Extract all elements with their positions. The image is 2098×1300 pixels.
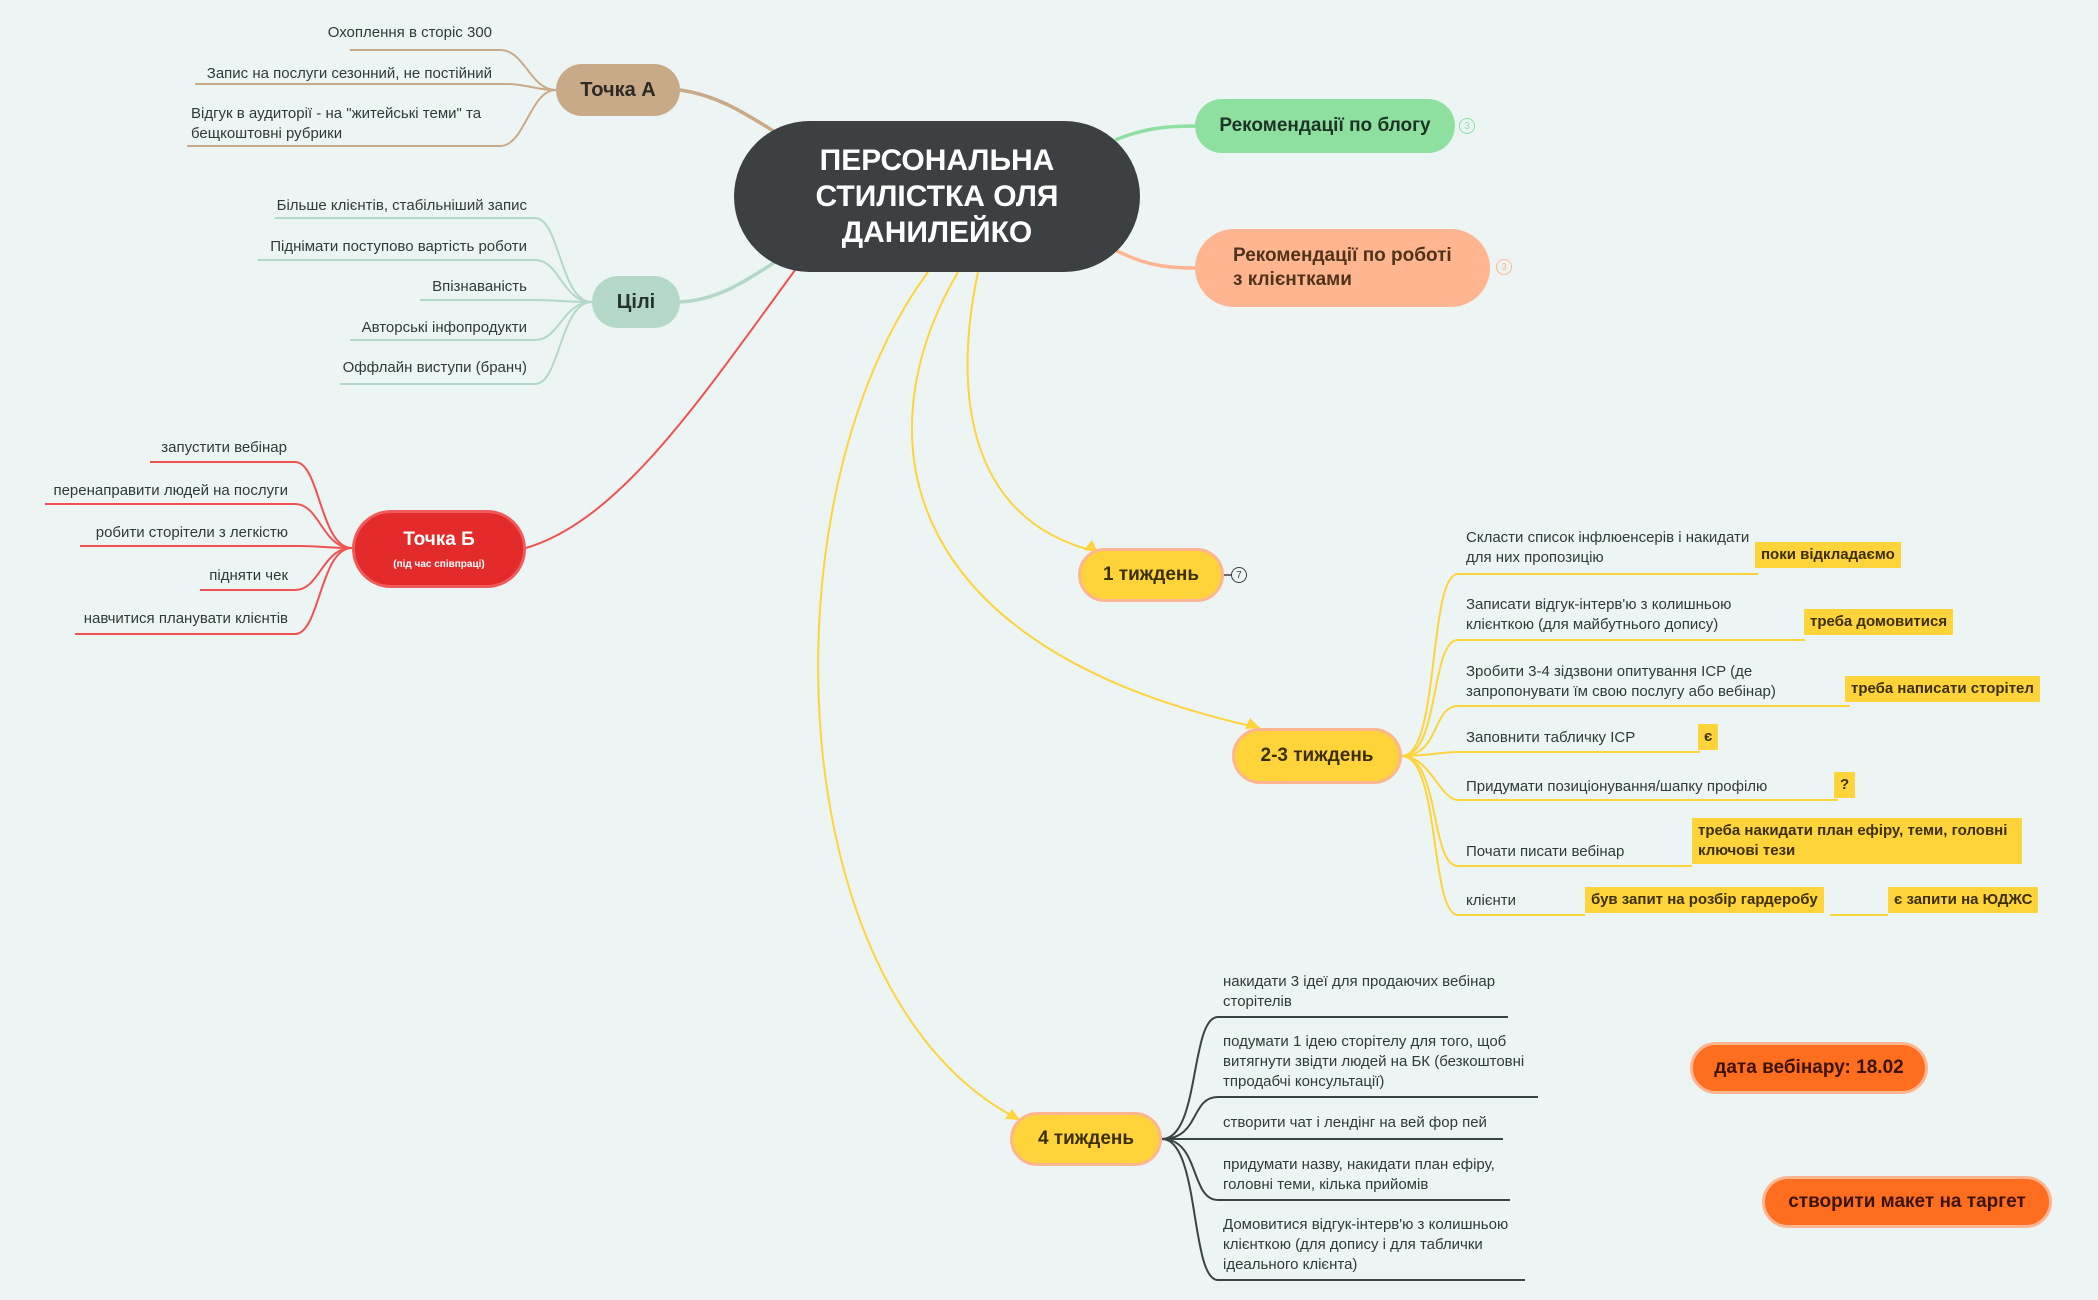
- week-4-task[interactable]: Домовитися відгук-інтерв'ю з колишньою к…: [1223, 1216, 1509, 1273]
- week-2-3-task-note[interactable]: треба накидати план ефіру, теми, головні…: [1692, 818, 2022, 864]
- week-2-3-task[interactable]: клієнти: [1466, 892, 1517, 909]
- week-2-3-task-note[interactable]: треба написати сторітел: [1845, 676, 2040, 702]
- week-2-3-task[interactable]: Скласти список інфлюенсерів і накидати д…: [1466, 529, 1750, 566]
- week-4-task[interactable]: накидати 3 ідеї для продаючих вебінар ст…: [1223, 973, 1496, 1010]
- topic-client-recommendations[interactable]: Рекомендації по роботі з клієнтками: [1195, 229, 1490, 307]
- point-b-item[interactable]: навчитися планувати клієнтів: [83, 610, 288, 627]
- topic-client-recommendations-line1: Рекомендації по роботі: [1233, 245, 1452, 266]
- floating-topic-ad-mockup-label: створити макет на таргет: [1788, 1191, 2026, 1212]
- topic-week-1-label: 1 тиждень: [1102, 564, 1200, 585]
- topic-client-recommendations-line2: з клієнтками: [1233, 269, 1352, 290]
- goals-item[interactable]: Авторські інфопродукти: [361, 319, 527, 336]
- topic-week-4[interactable]: 4 тиждень: [1010, 1112, 1162, 1166]
- topic-point-b-label: Точка Б: [403, 528, 475, 550]
- central-topic-line1: ПЕРСОНАЛЬНА: [819, 143, 1055, 177]
- topic-week-2-3[interactable]: 2-3 тиждень: [1232, 728, 1402, 784]
- central-topic[interactable]: ПЕРСОНАЛЬНА СТИЛІСТКА ОЛЯ ДАНИЛЕЙКО: [734, 121, 1140, 272]
- week-2-3-task[interactable]: Придумати позиціонування/шапку профілю: [1466, 778, 1768, 795]
- floating-topic-webinar-date-label: дата вебінару: 18.02: [1714, 1057, 1904, 1078]
- week-2-3-task-note[interactable]: був запит на розбір гардеробу: [1585, 887, 1824, 913]
- topic-point-a-label: Точка А: [580, 78, 656, 101]
- topic-week-1[interactable]: 1 тиждень: [1078, 548, 1224, 602]
- topic-week-4-label: 4 тиждень: [1037, 1128, 1135, 1149]
- point-b-item[interactable]: перенаправити людей на послуги: [53, 482, 288, 499]
- floating-topic-ad-mockup[interactable]: створити макет на таргет: [1762, 1176, 2052, 1228]
- point-a-item[interactable]: Відгук в аудиторії - на "житейські теми"…: [191, 105, 482, 142]
- week-2-3-task-note[interactable]: ?: [1834, 772, 1856, 798]
- point-b-item[interactable]: робити сторітели з легкістю: [95, 524, 288, 541]
- topic-point-b-sublabel: (під час співпраці): [393, 558, 485, 570]
- floating-topic-webinar-date[interactable]: дата вебінару: 18.02: [1690, 1042, 1928, 1094]
- point-b-item[interactable]: запустити вебінар: [161, 439, 287, 456]
- week-2-3-task[interactable]: Заповнити табличку ICP: [1466, 729, 1636, 746]
- central-topic-line2: СТИЛІСТКА ОЛЯ: [815, 179, 1059, 213]
- topic-goals[interactable]: Цілі: [592, 276, 680, 328]
- week-2-3-task-note[interactable]: є: [1698, 724, 1719, 750]
- week-2-3-task-note[interactable]: є запити на ЮДЖС: [1888, 887, 2039, 913]
- collapsed-count-badge[interactable]: 3: [1496, 259, 1512, 275]
- topic-goals-label: Цілі: [616, 290, 656, 313]
- goals-item[interactable]: Піднімати поступово вартість роботи: [270, 238, 527, 255]
- goals-item[interactable]: Впізнаваність: [432, 278, 527, 295]
- goals-item[interactable]: Більше клієнтів, стабільніший запис: [276, 197, 527, 214]
- week-4-task[interactable]: створити чат і лендінг на вей фор пей: [1223, 1114, 1487, 1131]
- week-2-3-task-note[interactable]: поки відкладаємо: [1755, 542, 1901, 568]
- week-4-task[interactable]: придумати назву, накидати план ефіру, го…: [1223, 1156, 1495, 1193]
- collapsed-count-badge[interactable]: 7: [1231, 567, 1247, 583]
- topic-point-a[interactable]: Точка А: [556, 64, 680, 116]
- week-2-3-task[interactable]: Записати відгук-інтерв'ю з колишньою клі…: [1466, 596, 1732, 633]
- point-a-item[interactable]: Запис на послуги сезонний, не постійний: [206, 65, 492, 82]
- topic-week-2-3-label: 2-3 тиждень: [1260, 745, 1374, 766]
- topic-blog-recommendations-label: Рекомендації по блогу: [1219, 115, 1431, 136]
- topic-blog-recommendations[interactable]: Рекомендації по блогу: [1195, 99, 1455, 153]
- collapsed-count-badge[interactable]: 3: [1459, 118, 1475, 134]
- week-2-3-task-note[interactable]: треба домовитися: [1804, 609, 1954, 635]
- week-2-3-task[interactable]: Зробити 3-4 зідзвони опитування ICP (де …: [1466, 663, 1776, 700]
- point-a-item[interactable]: Охоплення в сторіс 300: [327, 24, 492, 41]
- point-b-item[interactable]: підняти чек: [209, 567, 288, 584]
- topic-point-b[interactable]: Точка Б (під час співпраці): [352, 510, 526, 588]
- central-topic-line3: ДАНИЛЕЙКО: [841, 215, 1033, 249]
- week-2-3-task[interactable]: Почати писати вебінар: [1466, 843, 1625, 860]
- week-4-task[interactable]: подумати 1 ідею сторітелу для того, щоб …: [1223, 1033, 1525, 1090]
- goals-item[interactable]: Оффлайн виступи (бранч): [342, 359, 527, 376]
